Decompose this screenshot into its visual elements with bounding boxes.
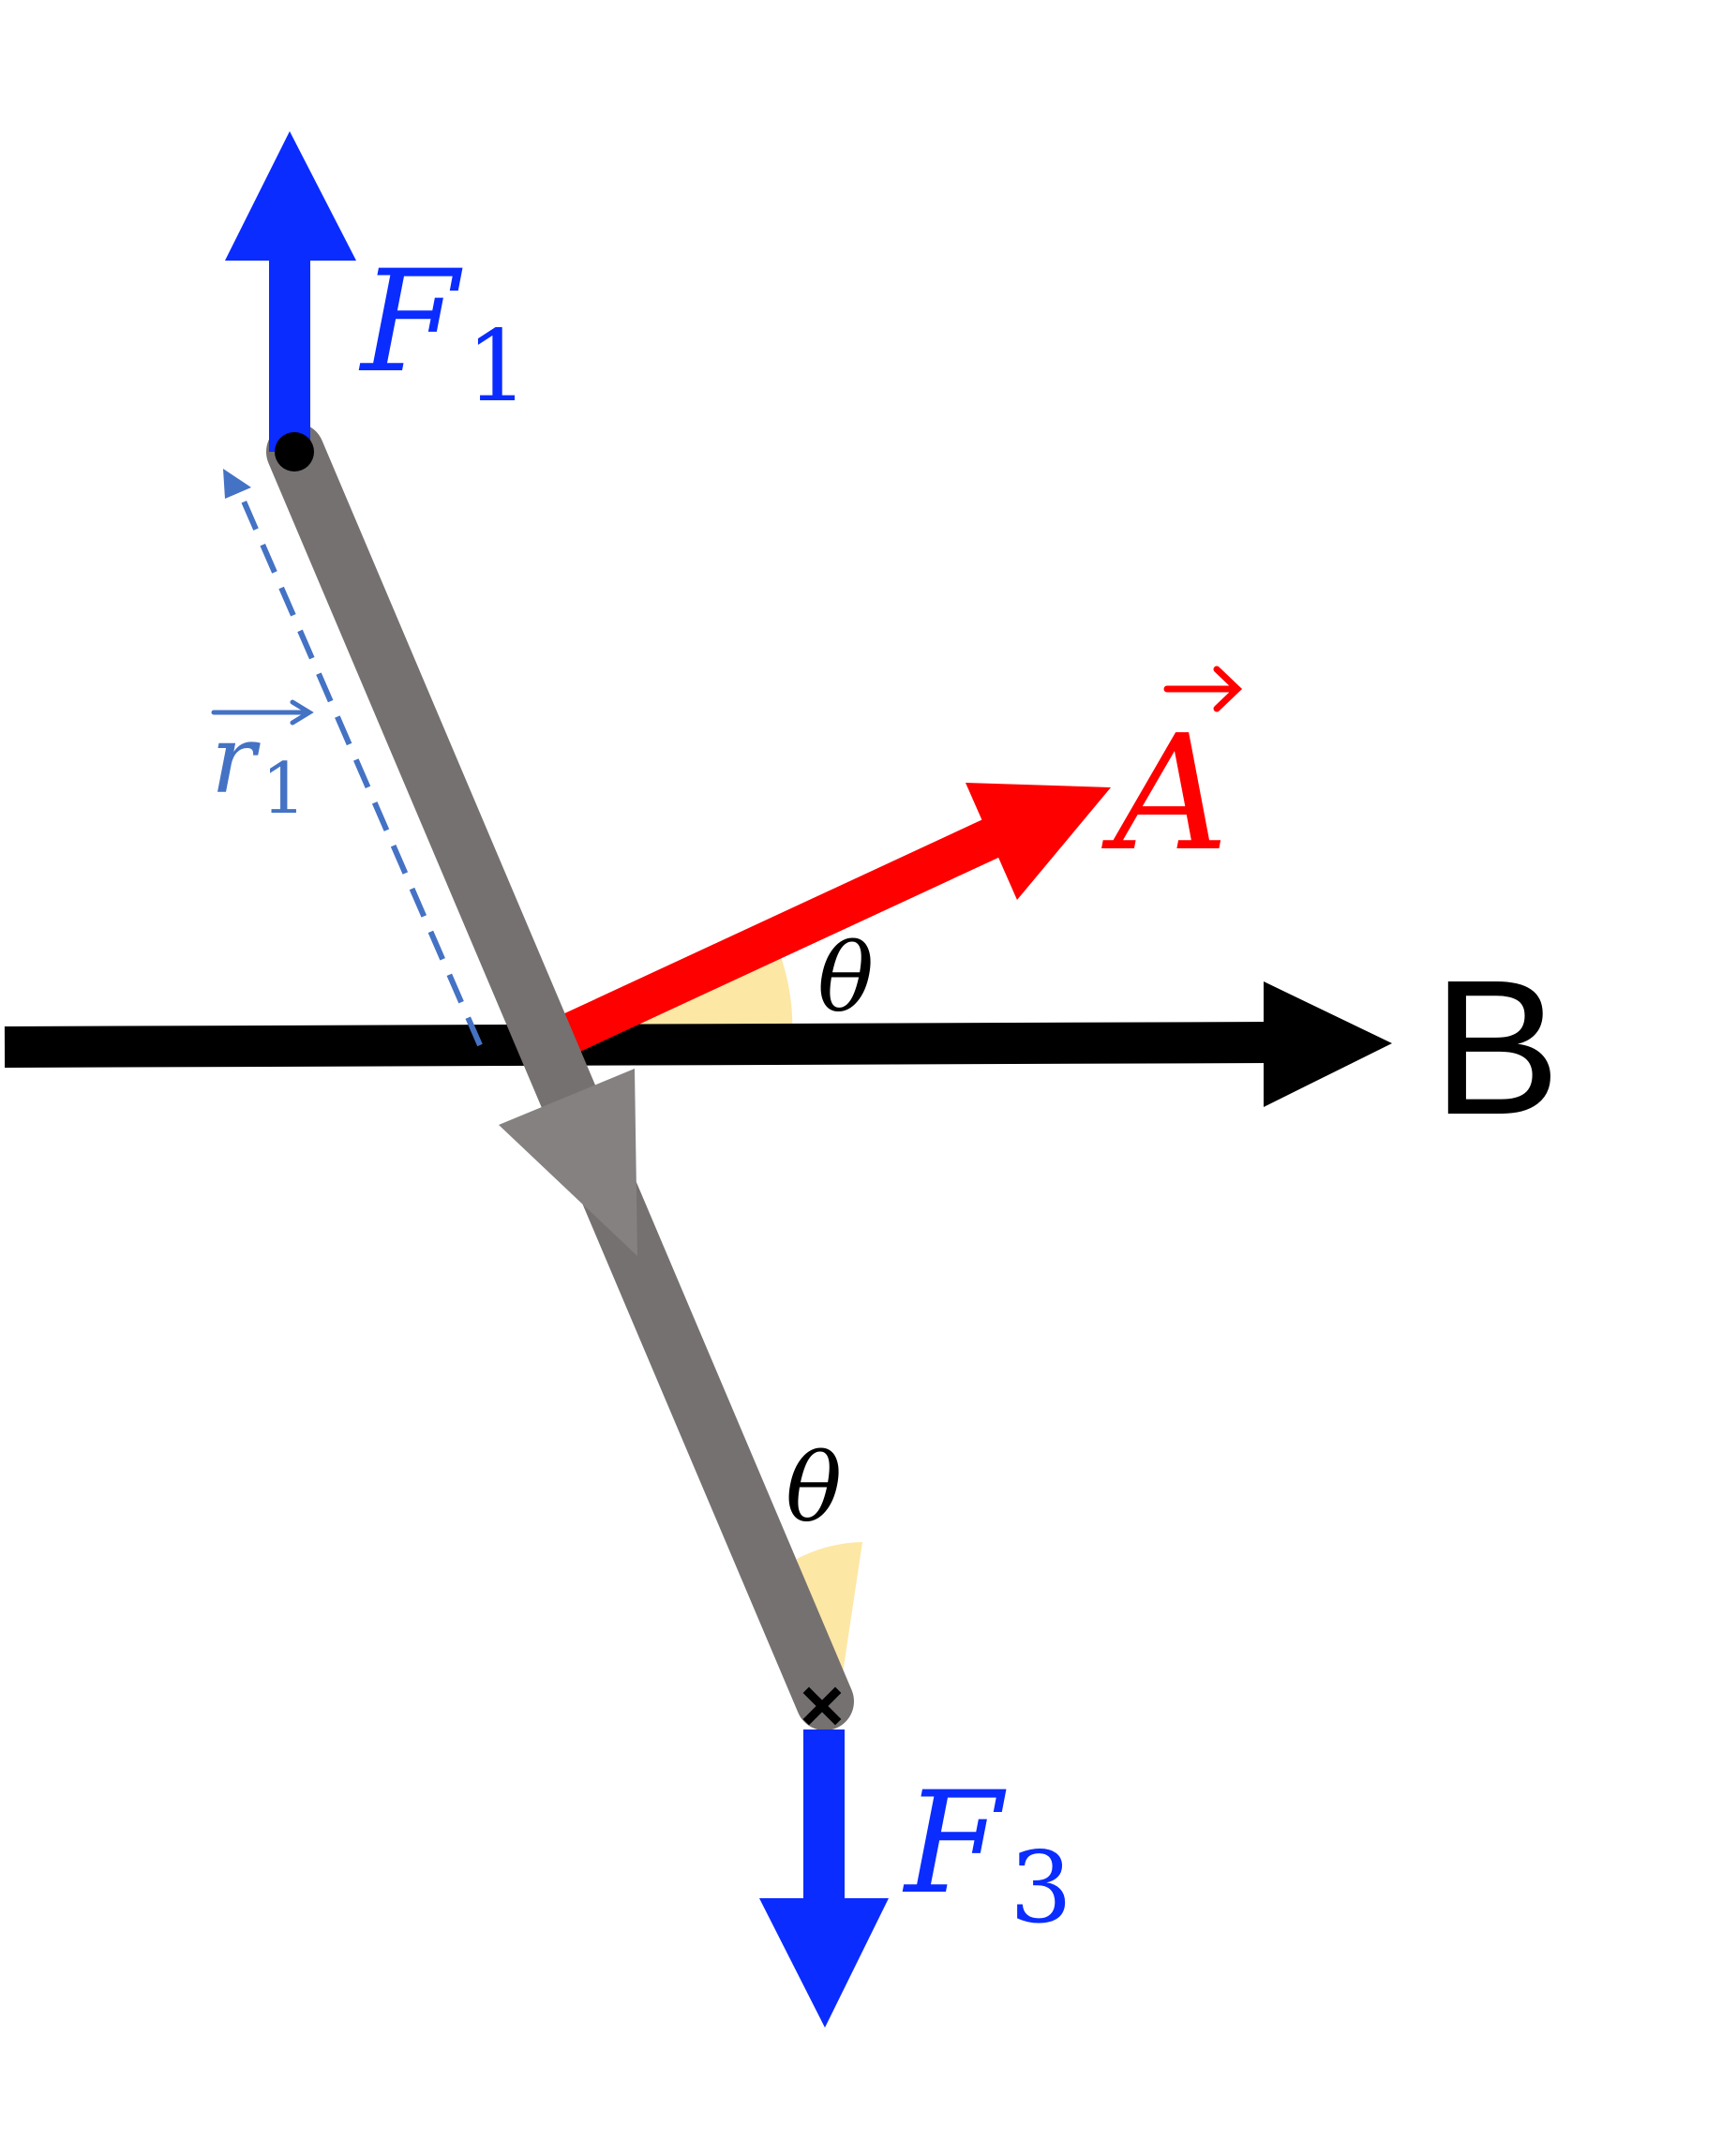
application-point-dot [275,432,314,472]
force-f3-arrow [759,1729,889,2028]
position-vector-overarrow [211,699,314,726]
position-vector-label: r1 [211,705,307,830]
rod [266,423,854,1730]
force-f1-arrow [225,131,356,452]
vector-a-overarrow [1163,666,1243,712]
force-f1-label: F1 [358,241,529,424]
vector-a-label: A [1101,701,1229,887]
vector-a-arrow [556,783,1111,1055]
force-f3-label: F3 [902,1762,1072,1945]
field-b-arrow [4,981,1392,1107]
field-b-label: B [1432,940,1561,1155]
angle-top-label: θ [817,923,874,1033]
angle-bottom-label: θ [786,1433,842,1543]
angle-marker-bottom [797,1542,862,1699]
rod-direction-arrowhead [499,1069,637,1256]
application-point-cross [802,1686,842,1726]
position-vector-r1 [223,469,483,1047]
